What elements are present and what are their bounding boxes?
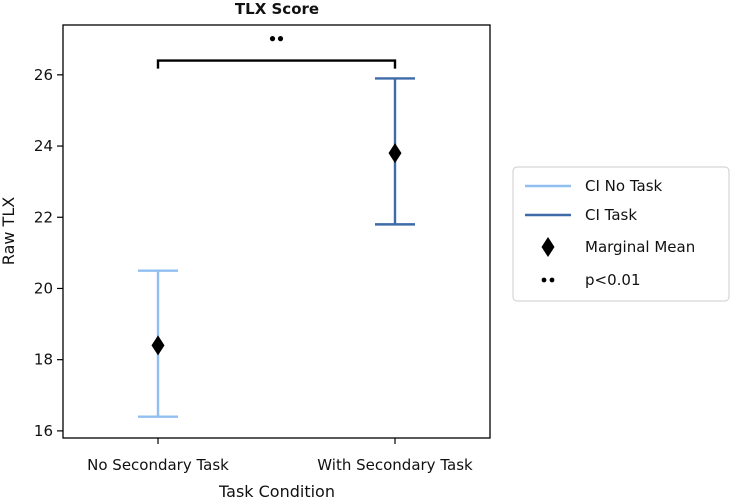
legend-entry-label: CI No Task [585,177,663,195]
y-axis-label: Raw TLX [0,197,18,265]
y-tick-label: 16 [34,422,53,440]
y-tick-label: 18 [34,351,53,369]
legend-swatch-dot [541,277,547,283]
significance-star-dot [277,36,284,42]
legend-entry-label: CI Task [585,206,637,224]
x-axis: No Secondary Task With Secondary Task [87,438,473,474]
plot-marks [138,36,415,418]
x-tick-label: With Secondary Task [317,456,473,474]
mean-marker [151,335,165,356]
legend-entry-label: p<0.01 [585,271,641,289]
y-tick-label: 26 [34,66,53,84]
significance-bracket [156,59,397,69]
legend-swatch-dot [549,277,555,283]
legend-frame [512,166,730,302]
mean-marker [388,143,402,164]
legend-entry-label: Marginal Mean [585,238,695,256]
x-tick-label: No Secondary Task [87,456,229,474]
y-tick-label: 24 [34,137,53,155]
significance-star-dot [269,36,276,42]
x-axis-label: Task Condition [218,482,335,501]
y-tick-label: 20 [34,279,53,297]
legend-swatch-diamond [541,237,555,257]
y-axis: 16 18 20 22 24 26 [34,66,63,440]
plot-frame [62,24,491,439]
chart-title: TLX Score [235,0,319,18]
y-tick-label: 22 [34,208,53,226]
